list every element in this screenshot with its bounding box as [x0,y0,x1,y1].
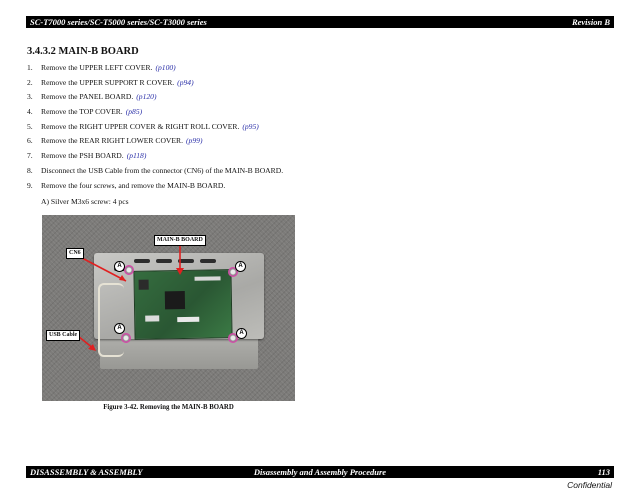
screw-icon [124,265,134,275]
substep-a: A) Silver M3x6 screw: 4 pcs [41,197,129,206]
procedure-step: 7. Remove the PSH BOARD.(p118) [27,151,283,166]
procedure-step: 8. Disconnect the USB Cable from the conn… [27,166,283,181]
usb-arrowhead [88,344,96,351]
step-number: 8. [27,165,33,175]
step-number: 5. [27,121,33,131]
bracket-slot [178,259,194,263]
confidential-label: Confidential [567,480,612,490]
screw-icon [228,333,238,343]
header-title: SC-T7000 series/SC-T5000 series/SC-T3000… [30,17,207,27]
procedure-step: 6. Remove the REAR RIGHT LOWER COVER.(p99… [27,136,283,151]
footer-chapter: DISASSEMBLY & ASSEMBLY [30,467,143,477]
procedure-step: 4. Remove the TOP COVER.(p85) [27,107,283,122]
bracket-slot [156,259,172,263]
figure-photo: A A A A MAIN-B BOARD CN6 USB Cable [42,215,295,401]
bracket-slot [134,259,150,263]
page-reference-link[interactable]: (p118) [126,151,147,161]
step-text: Remove the UPPER SUPPORT R COVER. [41,77,175,87]
step-text: Remove the PSH BOARD. [41,151,124,161]
bracket-slot [200,259,216,263]
step-number: 4. [27,107,33,117]
page-reference-link[interactable]: (p94) [177,77,194,87]
step-text: Remove the PANEL BOARD. [41,92,134,102]
page-reference-link[interactable]: (p85) [125,107,143,117]
page-reference-link[interactable]: (p95) [242,121,259,131]
callout-arrows [77,245,184,351]
procedure-step: 5. Remove the RIGHT UPPER COVER & RIGHT R… [27,122,283,137]
procedure-step: 9. Remove the four screws, and remove the… [27,181,283,196]
header-bar: SC-T7000 series/SC-T5000 series/SC-T3000… [26,16,614,28]
step-number: 9. [27,180,33,190]
step-number: 7. [27,151,33,161]
main-b-board-label: MAIN-B BOARD [154,235,206,246]
step-text: Disconnect the USB Cable from the connec… [41,165,284,175]
step-text: Remove the four screws, and remove the M… [41,180,226,190]
step-text: Remove the RIGHT UPPER COVER & RIGHT ROL… [41,121,240,131]
cn6-arrowhead [119,275,126,281]
footer-section: Disassembly and Assembly Procedure [253,467,387,477]
procedure-step: 3. Remove the PANEL BOARD.(p120) [27,92,283,107]
step-number: 6. [27,136,33,146]
usb-cable [98,283,124,357]
step-text: Remove the TOP COVER. [41,107,123,117]
footer-bar: DISASSEMBLY & ASSEMBLY Disassembly and A… [26,466,614,478]
page-reference-link[interactable]: (p120) [136,92,157,102]
step-number: 1. [27,63,33,72]
cn6-arrow [81,257,127,282]
procedure-steps: 1. Remove the UPPER LEFT COVER.(p100) 2. Re… [27,63,283,195]
procedure-step: 2. Remove the UPPER SUPPORT R COVER.(p94) [27,78,283,93]
screw-marker-a: A [235,261,246,272]
page-reference-link[interactable]: (p100) [155,63,176,72]
usb-cable-label: USB Cable [46,330,81,341]
screw-marker-a: A [236,328,247,339]
header-revision: Revision B [571,17,610,27]
screw-icon [228,267,238,277]
figure-caption: Figure 3-42. Removing the MAIN-B BOARD [103,404,234,411]
step-text: Remove the REAR RIGHT LOWER COVER. [41,136,184,146]
board-arrowhead [176,268,184,275]
step-number: 3. [27,92,33,102]
page-reference-link[interactable]: (p99) [186,136,203,146]
screw-marker-a: A [114,261,125,272]
procedure-step: 1. Remove the UPPER LEFT COVER.(p100) [27,63,283,78]
screw-icon [121,333,131,343]
page-number: 113 [597,467,610,477]
step-number: 2. [27,77,33,87]
step-text: Remove the UPPER LEFT COVER. [41,63,153,72]
section-title: 3.4.3.2 MAIN-B BOARD [27,46,139,57]
screw-marker-a: A [114,323,125,334]
cn6-label: CN6 [66,248,84,259]
